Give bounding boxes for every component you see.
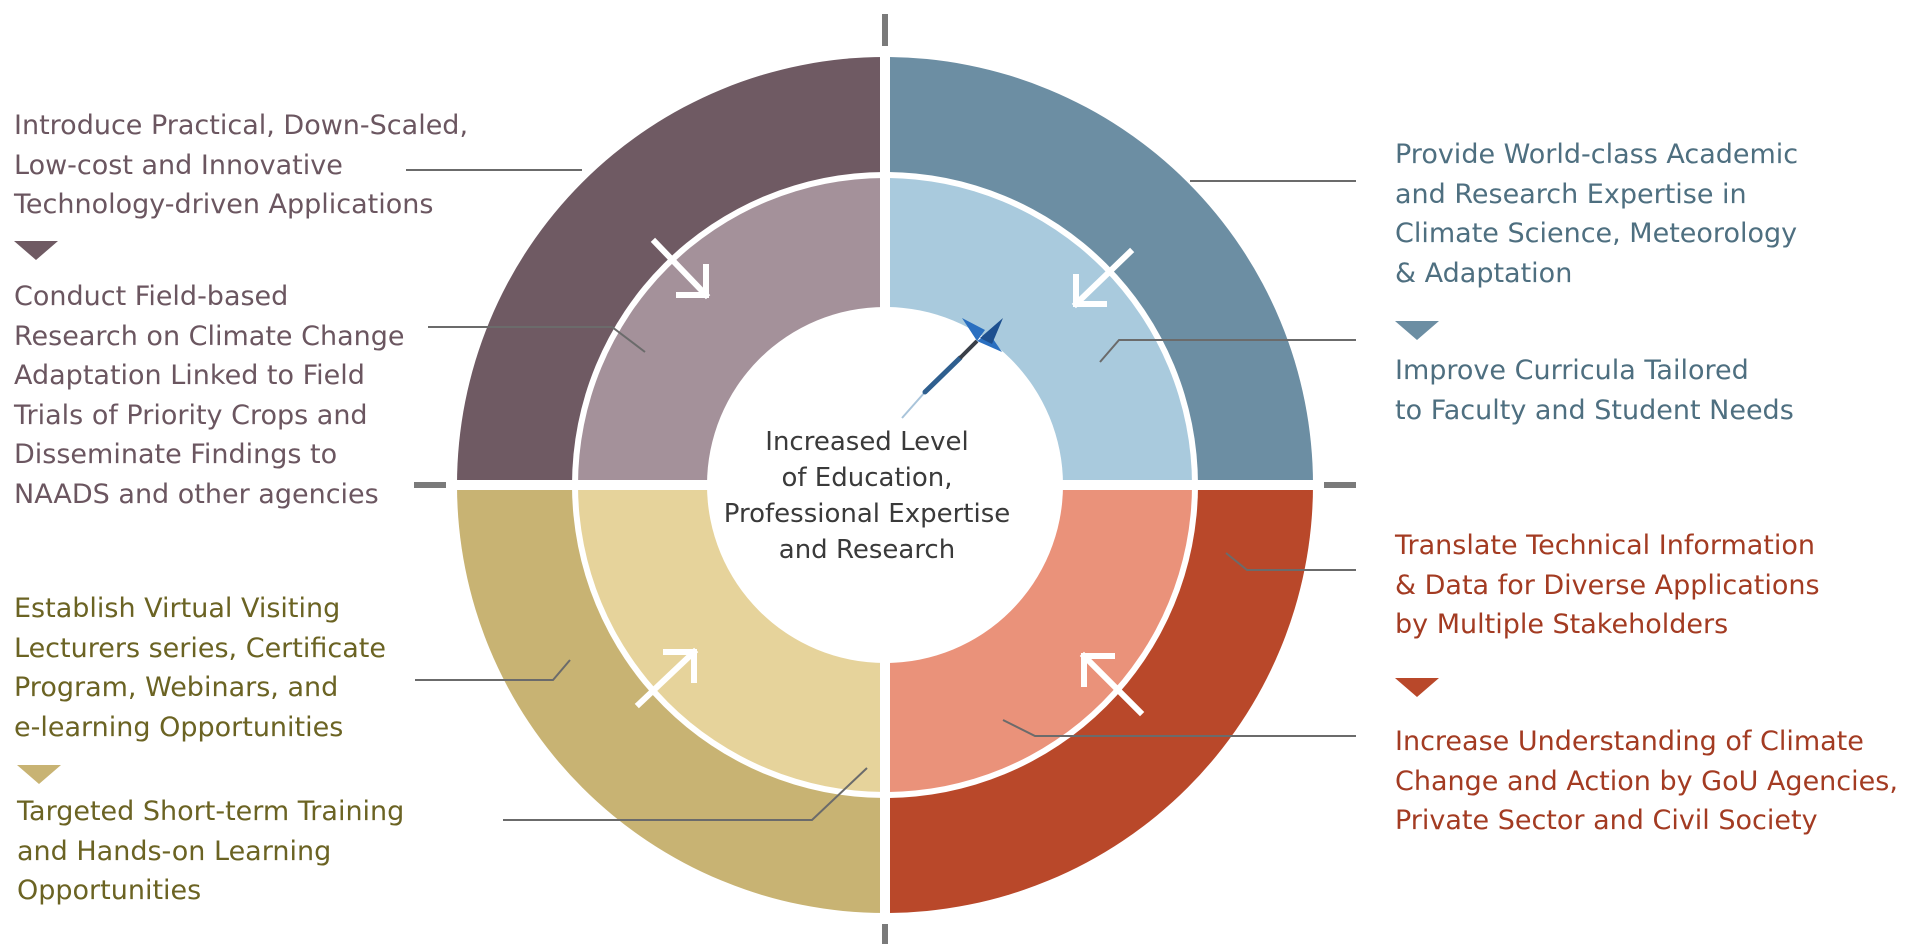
bottom-left-outer-label: Targeted Short-term Training and Hands-o… <box>17 796 405 906</box>
bottom-right-outer-label: Translate Technical Information & Data f… <box>1395 530 1820 640</box>
arrow-top-right-icon <box>1071 247 1135 309</box>
leader-top-right-inner <box>1099 339 1356 363</box>
triangle-top-right-icon <box>1395 321 1439 340</box>
top-right-inner-label: Improve Curricula Tailored to Faculty an… <box>1395 355 1794 426</box>
leader-bottom-left-inner <box>415 659 571 681</box>
bottom-right-inner-label: Increase Understanding of Climate Change… <box>1395 726 1898 836</box>
top-left-inner-label: Conduct Field-based Research on Climate … <box>14 281 405 510</box>
arrow-bottom-right-icon <box>1079 651 1145 717</box>
arrow-bottom-left-icon <box>634 647 699 709</box>
center-goal-label: Increased Level of Education, Profession… <box>723 427 1011 565</box>
leader-bottom-right-outer <box>1225 552 1356 571</box>
leader-bottom-right-inner <box>1002 719 1356 737</box>
top-left-outer-label: Introduce Practical, Down-Scaled, Low-co… <box>14 110 469 220</box>
leader-bottom-left-outer <box>503 767 868 821</box>
triangle-bottom-left-icon <box>17 765 61 784</box>
bottom-left-inner-label: Establish Virtual Visiting Lecturers ser… <box>14 593 386 743</box>
triangle-bottom-right-icon <box>1395 678 1439 697</box>
triangle-top-left-icon <box>14 241 58 260</box>
crosshair-ticks <box>414 14 1356 944</box>
top-right-outer-label: Provide World-class Academic and Researc… <box>1395 139 1799 289</box>
arrow-top-left-icon <box>650 237 711 300</box>
leader-top-left-inner <box>428 326 646 353</box>
leader-lines <box>406 169 1356 821</box>
inward-arrows <box>634 237 1145 717</box>
dart-icon <box>901 318 1003 419</box>
